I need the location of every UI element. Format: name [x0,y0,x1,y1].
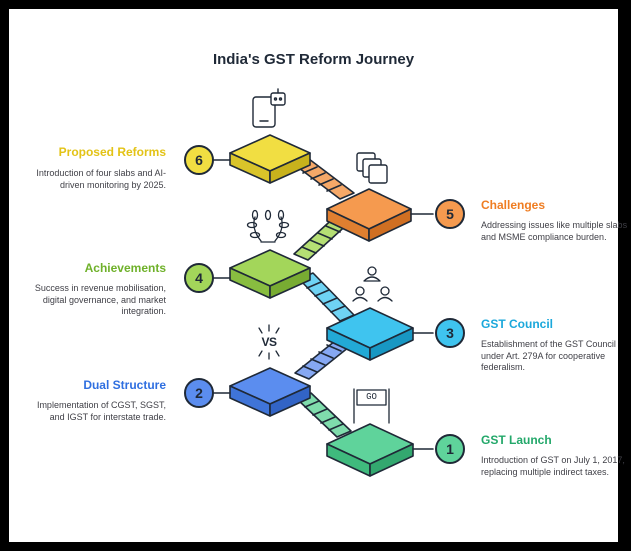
people-icon [352,266,393,302]
diagram-title: India's GST Reform Journey [212,51,415,68]
stage-1-title: GST Launch [481,433,552,447]
stage-4-number: 4 [195,270,203,286]
platform-4 [229,249,311,299]
stage-5-badge: 5 [435,199,465,229]
stage-6-badge: 6 [184,145,214,175]
stage-5-description: Addressing issues like multiple slabs an… [481,220,628,242]
stage-4-title: Achievements [84,261,166,275]
stage-1-number: 1 [446,441,454,457]
staircase-graphic [213,88,434,477]
robot-tablet-icon [252,88,286,128]
stage-6-number: 6 [195,152,203,168]
versus-label: VS [261,335,277,349]
stage-3-title: GST Council [481,317,553,331]
stage-6-description: Introduction of four slabs and AI-driven… [36,168,166,190]
stage-6-title: Proposed Reforms [58,145,166,159]
stage-4-description: Success in revenue mobilisation, digital… [34,283,166,316]
stage-3-badge: 3 [435,318,465,348]
stage-5-number: 5 [446,206,454,222]
platform-3 [326,307,414,361]
platform-2 [229,367,311,417]
go-label: GO [366,392,377,402]
layers-icon [356,152,388,184]
stage-2-badge: 2 [184,378,214,408]
laurel-icon [246,209,290,243]
stage-2-title: Dual Structure [83,378,166,392]
stage-1-description: Introduction of GST on July 1, 2017, rep… [481,455,625,477]
stage-2-number: 2 [195,385,203,401]
stage-1-badge: 1 [435,434,465,464]
platform-5 [326,188,412,242]
go-flag-icon [353,388,390,424]
stage-4-badge: 4 [184,263,214,293]
versus-icon [258,324,280,360]
stage-5-title: Challenges [481,198,546,212]
platform-6 [229,134,311,184]
infographic-canvas: India's GST Reform Journey VS GO 6 Propo… [9,9,627,542]
stage-2-description: Implementation of CGST, SGST, and IGST f… [36,400,166,422]
stage-3-number: 3 [446,325,454,341]
platform-1 [326,423,414,477]
stage-3-description: Establishment of the GST Council under A… [481,339,616,372]
